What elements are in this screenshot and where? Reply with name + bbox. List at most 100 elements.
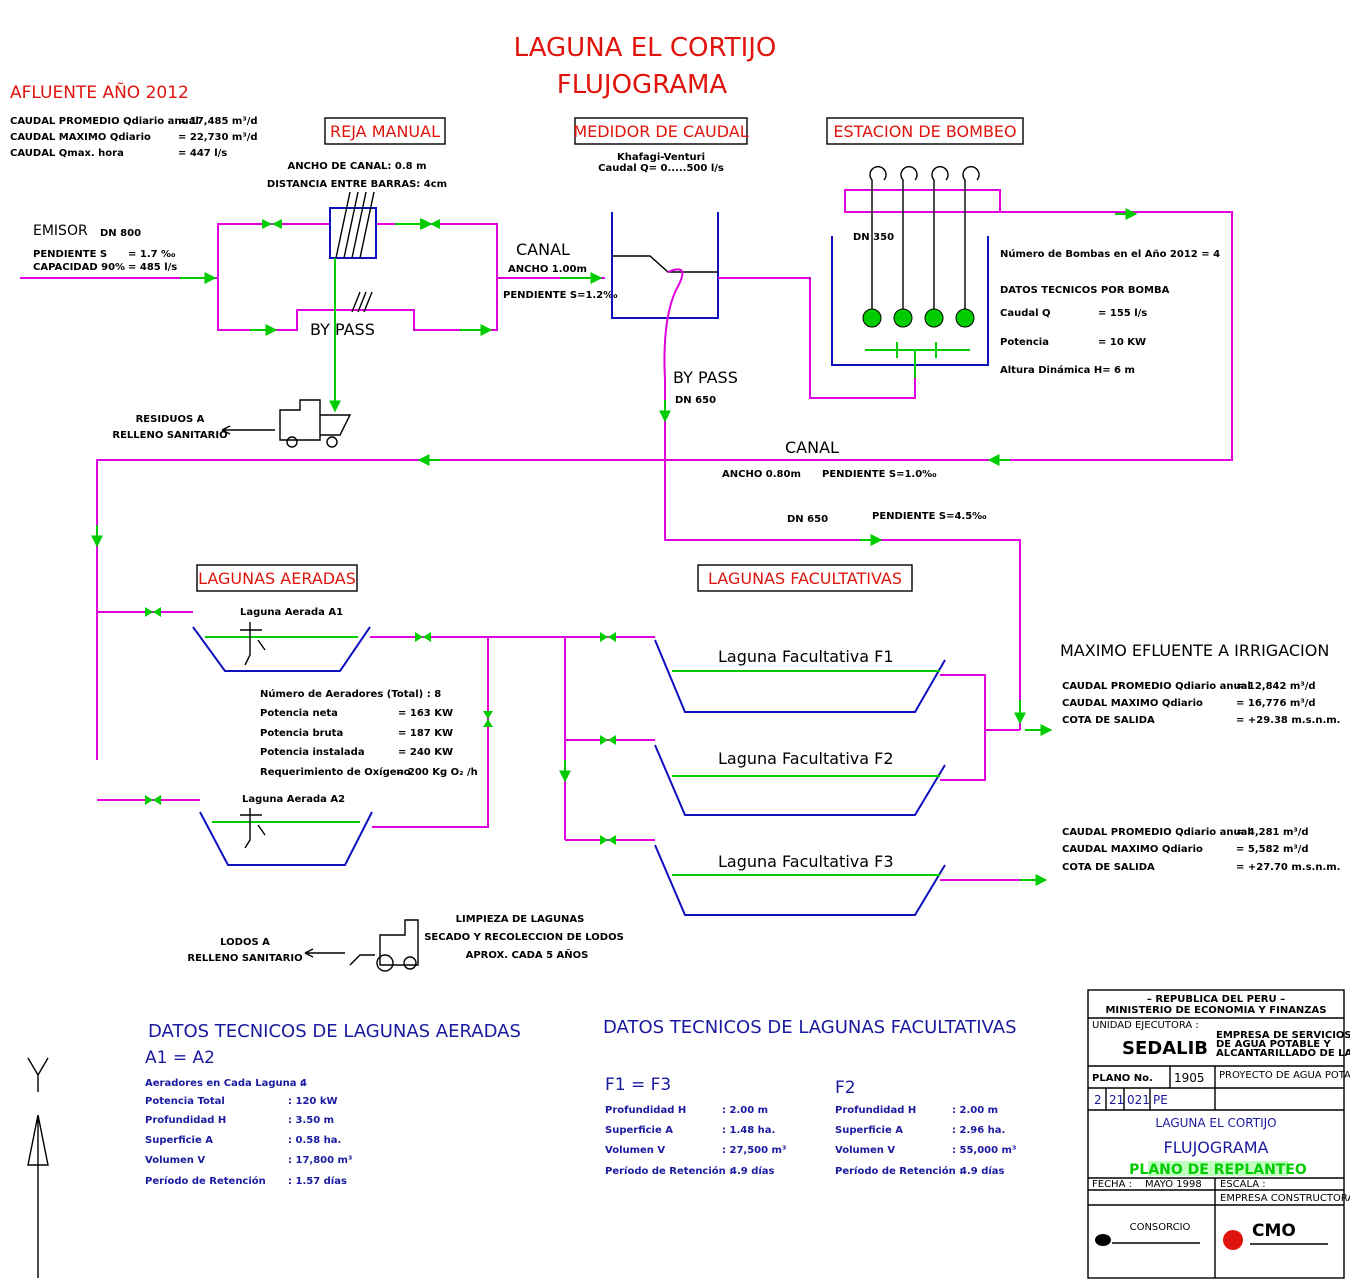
canal2-title: CANAL [785,438,839,457]
tb-fecha-val: MAYO 1998 [1145,1179,1202,1190]
aerator-icons [240,622,266,849]
aeradas-data: Número de Aeradores (Total) : 8 Potencia… [260,688,478,778]
datos-label: Superficie A [605,1125,673,1136]
estacion-dn: DN 350 [853,232,894,243]
afluente-value: = 17,485 m³/d [178,116,258,127]
canal2-arrows [91,454,1010,548]
datos-value: : 3.50 m [288,1115,334,1126]
datos-aeradas-rows: Aeradores en Cada Laguna : 4 Potencia To… [145,1078,352,1187]
tb-laguna: LAGUNA EL CORTIJO [1155,1116,1276,1130]
aerada-a1-label: Laguna Aerada A1 [240,607,343,618]
lodos-limpieza2: SECADO Y RECOLECCION DE LODOS [424,932,624,943]
datos-label: Potencia Total [145,1096,225,1107]
valves-top [262,219,440,229]
datos-label: Superficie A [145,1135,213,1146]
fac-f2-basin [654,744,946,816]
aeradas-dato-label: Potencia neta [260,708,338,719]
aerada-a2-label: Laguna Aerada A2 [242,794,345,805]
afluente-label: CAUDAL Qmax. hora [10,148,124,159]
afluente-rows: CAUDAL PROMEDIO Qdiario anual = 17,485 m… [10,116,258,159]
tb-empresa-cons: EMPRESA CONSTRUCTORA [1220,1193,1350,1204]
residuos-arrow [221,425,275,435]
tb-empresa1: EMPRESA DE SERVICIOS [1216,1030,1350,1041]
lodos-limpieza3: APROX. CADA 5 AÑOS [466,948,589,961]
efluente-value: = +29.38 m.s.n.m. [1236,715,1340,726]
datos-label: Superficie A [835,1125,903,1136]
aeradas-dato-value: = 163 KW [398,708,453,719]
cmo-logo-icon [1223,1230,1243,1250]
estacion-datos-title: DATOS TECNICOS POR BOMBA [1000,285,1170,296]
efluente-label: COTA DE SALIDA [1062,715,1155,726]
datos-fac-sub1: F1 = F3 [605,1075,671,1095]
aeradas-dato-label: Potencia instalada [260,747,365,758]
efluente-value: = 16,776 m³/d [1236,698,1316,709]
medidor-out [718,277,916,399]
tb-cmo: CMO [1252,1221,1296,1241]
efluente-heading: MAXIMO EFLUENTE A IRRIGACION [1060,641,1329,660]
estacion-dato-label: Altura Dinámica H= 6 m [1000,364,1135,376]
estacion-dato-value: = 10 KW [1098,337,1146,348]
estacion-title-box [826,117,1024,145]
datos-label: Profundidad H [835,1105,916,1116]
estacion-bombas: Número de Bombas en el Año 2012 = 4 [1000,248,1220,260]
datos-value: : 2.00 m [722,1105,768,1116]
facultativas-title: LAGUNAS FACULTATIVAS [708,569,902,588]
canal1-ancho: ANCHO 1.00m [508,264,587,275]
aeradas-dato-value: = 240 KW [398,747,453,758]
fac-valves [600,632,616,845]
afluente-value: = 447 l/s [178,148,227,159]
estacion-dato-label: Caudal Q [1000,308,1051,319]
tb-consultora: CONSORCIO [1130,1222,1191,1233]
efluente-label: CAUDAL MAXIMO Qdiario [1062,844,1203,855]
afluente-split [217,223,498,331]
bypass2-dn: DN 650 [675,395,716,406]
datos-value: : 0.58 ha. [288,1135,341,1146]
tb-unidad: UNIDAD EJECUTORA : [1092,1020,1199,1031]
datos-value: : 120 kW [288,1096,338,1107]
aerada-a1-basin [192,626,371,672]
datos-fac-rows2: Profundidad H : 2.00 m Superficie A : 2.… [835,1105,1016,1177]
datos-label: Profundidad H [145,1115,226,1126]
reja-title: REJA MANUAL [330,122,440,141]
emisor-title: EMISOR [33,223,88,239]
tb-code: 21 [1109,1093,1124,1107]
emisor-pendiente-val: = 1.7 ‰ [128,249,176,260]
canal1-title: CANAL [516,240,570,259]
datos-value: : 1.57 días [288,1175,347,1187]
emisor-capacidad-val: = 485 l/s [128,262,177,273]
lodos-line1: LODOS A [220,937,270,948]
efluente-value: = 5,582 m³/d [1236,844,1309,855]
lodos-arrow [304,948,345,958]
estacion-dato-label: Potencia [1000,337,1049,348]
title-block: – REPUBLICA DEL PERU – MINISTERIO DE ECO… [1087,989,1350,1279]
aeradas-valves [145,607,493,805]
aeradas-title-box [196,564,358,592]
aeradas-dato-value: = 187 KW [398,728,453,739]
datos-value: : 2.00 m [952,1105,998,1116]
reja-ancho: ANCHO DE CANAL: 0.8 m [287,161,426,172]
aeradas-dato-label: Número de Aeradores (Total) : 8 [260,688,441,700]
emisor-pendiente: PENDIENTE S [33,249,107,260]
pumps [862,166,980,378]
tb-code: 2 [1094,1093,1102,1107]
datos-value: : 1.48 ha. [722,1125,775,1136]
datos-label: Período de Retención : [605,1165,733,1177]
efluente-label: COTA DE SALIDA [1062,862,1155,873]
tb-republica: – REPUBLICA DEL PERU – [1147,994,1285,1005]
reja-distancia: DISTANCIA ENTRE BARRAS: 4cm [267,179,447,190]
tb-escala: ESCALA : [1220,1179,1266,1190]
lodos-limpieza1: LIMPIEZA DE LAGUNAS [456,914,585,925]
medidor-sub1: Khafagi-Venturi [617,152,705,163]
medidor-box [611,212,719,319]
diagram-title: LAGUNA EL CORTIJO [514,33,777,63]
aeradas-dato-label: Requerimiento de Oxígeno [260,766,411,778]
tb-code: PE [1153,1093,1168,1107]
tb-replanteo: PLANO DE REPLANTEO [1129,1162,1307,1178]
datos-label: Volumen V [145,1155,205,1166]
datos-label: Profundidad H [605,1105,686,1116]
loader-icon [349,919,419,972]
fac-f3-label: Laguna Facultativa F3 [718,852,894,871]
medidor-title: MEDIDOR DE CAUDAL [573,122,748,141]
estacion-box [831,236,989,366]
emisor-dn: DN 800 [100,228,141,239]
